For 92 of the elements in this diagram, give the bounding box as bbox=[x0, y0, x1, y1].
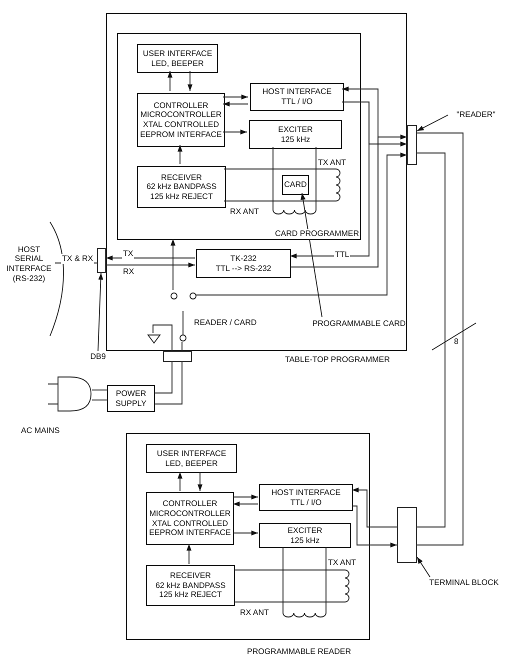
connector-line bbox=[152, 324, 172, 352]
block-box bbox=[146, 565, 235, 606]
arrow bbox=[178, 472, 182, 492]
block-text: HOST INTERFACE bbox=[262, 87, 332, 97]
block-box bbox=[250, 83, 344, 111]
block-box bbox=[146, 444, 237, 473]
connector-line bbox=[154, 362, 182, 404]
plug-symbol bbox=[48, 375, 92, 413]
annotation-label: RX ANT bbox=[230, 207, 259, 217]
block-text: 125 kHz bbox=[290, 536, 320, 546]
section-heading: PROGRAMMABLE READER bbox=[246, 647, 352, 657]
arrow bbox=[222, 102, 248, 106]
arrow bbox=[342, 102, 408, 146]
block-box bbox=[282, 175, 309, 195]
block-text: TTL / I/O bbox=[290, 498, 322, 508]
callout-text: DB9 bbox=[90, 352, 106, 362]
block-text: MICROCONTROLLER XTAL CONTROLLED EEPROM INTERFACE bbox=[148, 508, 232, 538]
arrow bbox=[198, 472, 202, 492]
block-text: 62 kHz BANDPASS 125 kHz REJECT bbox=[154, 580, 227, 600]
section-heading: CARD PROGRAMMER bbox=[274, 229, 360, 239]
block-text: TK-232 bbox=[230, 254, 257, 264]
block-box bbox=[137, 166, 226, 208]
block-text: RECEIVER bbox=[170, 571, 211, 581]
arrow bbox=[196, 152, 408, 296]
arrow bbox=[170, 238, 176, 290]
callout-text: "READER" bbox=[456, 110, 496, 120]
block-box bbox=[107, 385, 155, 412]
block-text: LED, BEEPER bbox=[165, 458, 218, 468]
arrow bbox=[222, 94, 248, 100]
caption-text: AC MAINS bbox=[20, 426, 61, 436]
block-text: POWER SUPPLY bbox=[114, 388, 148, 408]
arrow bbox=[352, 506, 398, 548]
block-text: 125 kHz bbox=[280, 134, 310, 144]
callout-text: PROGRAMMABLE CARD bbox=[312, 319, 406, 329]
block-box bbox=[137, 44, 218, 73]
block-text: USER INTERFACE bbox=[156, 448, 226, 458]
connector-box bbox=[407, 125, 417, 165]
annotation-label: RX ANT bbox=[240, 608, 269, 618]
leader-line bbox=[416, 114, 448, 132]
arrow bbox=[352, 488, 398, 528]
block-text: EXCITER bbox=[288, 526, 322, 536]
connector-box bbox=[163, 351, 192, 362]
annotation-label: 8 bbox=[454, 337, 458, 347]
connector-box bbox=[97, 248, 106, 273]
annotation-label: READER / CARD bbox=[194, 318, 257, 328]
ground-symbol bbox=[147, 334, 161, 344]
block-text: 62 kHz BANDPASS 125 kHz REJECT bbox=[145, 182, 218, 202]
block-text: RECEIVER bbox=[161, 172, 202, 182]
leader-line bbox=[98, 272, 104, 352]
block-text: MICROCONTROLLER XTAL CONTROLLED EEPROM INTERFACE bbox=[139, 110, 223, 140]
connector-line bbox=[154, 362, 172, 394]
block-box bbox=[259, 523, 351, 548]
callout-text: TERMINAL BLOCK bbox=[429, 578, 499, 588]
edge-label: RX bbox=[122, 267, 136, 277]
block-box bbox=[249, 120, 342, 149]
edge-label: TX & RX bbox=[61, 254, 94, 264]
enclosure-box bbox=[117, 33, 361, 240]
connector-line bbox=[416, 152, 446, 528]
callout-text: HOST SERIAL INTERFACE (RS-232) bbox=[6, 244, 52, 284]
leader-line bbox=[300, 192, 322, 318]
terminal-block bbox=[397, 507, 417, 563]
arrow bbox=[106, 262, 196, 268]
block-box bbox=[137, 93, 225, 147]
block-text: CARD bbox=[284, 180, 307, 190]
block-text: USER INTERFACE bbox=[142, 48, 212, 58]
arrow bbox=[186, 544, 192, 564]
block-box bbox=[196, 249, 291, 278]
block-text: CONTROLLER bbox=[154, 100, 208, 110]
annotation-label: TX ANT bbox=[328, 558, 356, 568]
leader-line bbox=[416, 556, 430, 578]
block-text: TTL / I/O bbox=[281, 97, 313, 107]
arrow bbox=[222, 130, 248, 134]
block-text: TTL --> RS-232 bbox=[216, 264, 272, 274]
annotation-label: TX ANT bbox=[318, 158, 346, 168]
arrow bbox=[188, 70, 192, 92]
block-text: EXCITER bbox=[278, 124, 313, 134]
arrow bbox=[232, 502, 258, 506]
arrow bbox=[168, 70, 172, 92]
section-heading: TABLE-TOP PROGRAMMER bbox=[284, 355, 391, 365]
arrow bbox=[232, 530, 258, 536]
arrow bbox=[178, 144, 182, 164]
block-box bbox=[259, 484, 353, 511]
edge-label: TX bbox=[122, 249, 134, 259]
block-text: CONTROLLER bbox=[162, 499, 218, 509]
block-text: LED, BEEPER bbox=[151, 58, 204, 68]
edge-label: TTL bbox=[334, 250, 350, 260]
arrow bbox=[232, 494, 258, 500]
block-box bbox=[146, 492, 234, 545]
arrow bbox=[290, 134, 408, 268]
connector-line bbox=[416, 132, 464, 546]
block-text: HOST INTERFACE bbox=[271, 488, 341, 498]
arrow bbox=[106, 256, 196, 260]
